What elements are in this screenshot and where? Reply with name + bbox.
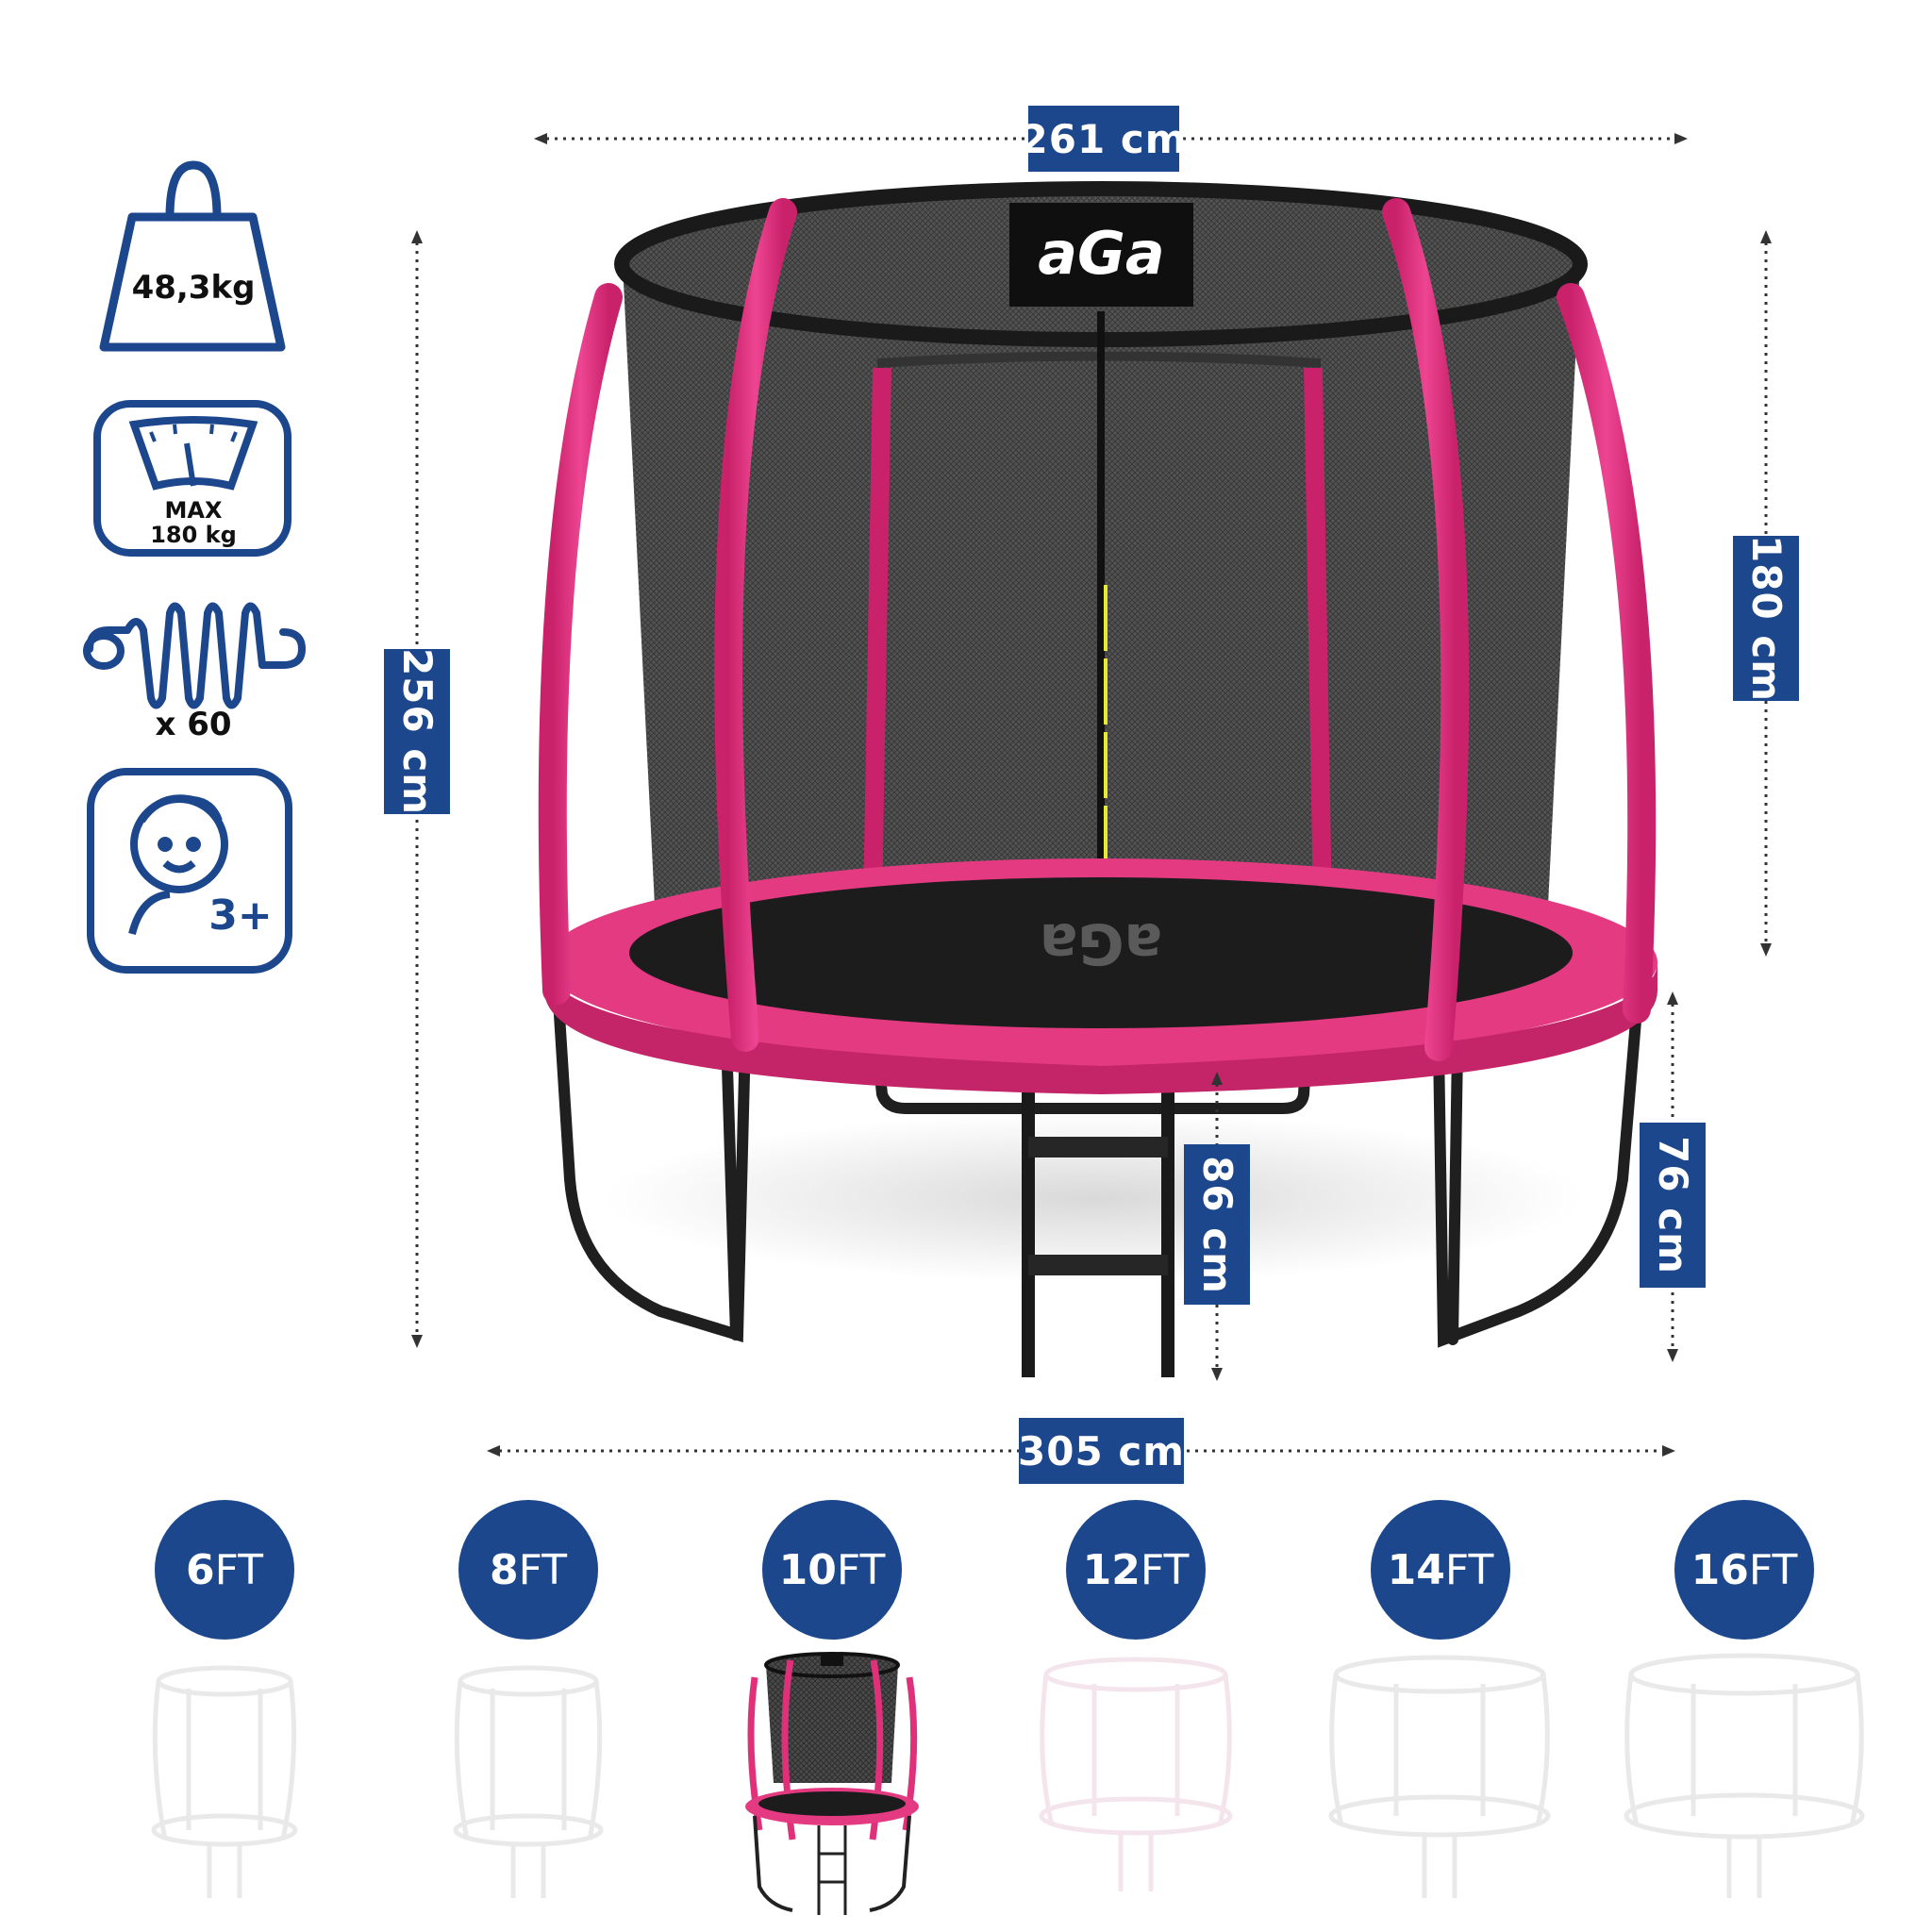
net-diameter-label: 261 cm [1021,106,1186,172]
max-load-line2: 180 kg [150,522,237,548]
front-poles [538,198,1657,1061]
total-height-label: 256 cm [384,648,450,815]
net-height-label: 180 cm [1733,535,1799,702]
jump-mat: aGa [544,858,1657,1094]
child-age-icon [87,768,292,974]
trampoline-legs [553,994,1642,1348]
ground-shadow [604,1113,1585,1283]
weight-value: 48,3kg [131,269,256,307]
weight-icon [99,160,286,352]
ladder-height-label: 86 cm [1184,1144,1250,1305]
frame-diameter-label: 305 cm [1018,1418,1184,1484]
net-logo-box [1009,203,1193,307]
spring-icon [83,602,307,709]
back-poles [863,367,1332,911]
max-load-line1: MAX [164,497,223,524]
brand-logo: aGa [1038,219,1165,288]
age-value: 3+ [208,891,273,940]
mat-logo: aGa [1040,910,1162,976]
spring-count: x 60 [155,706,232,743]
dimension-arrowheads [411,133,1772,1457]
frame-height-label: 76 cm [1640,1123,1706,1288]
ladder [1022,1061,1174,1377]
scale-icon [93,400,291,557]
